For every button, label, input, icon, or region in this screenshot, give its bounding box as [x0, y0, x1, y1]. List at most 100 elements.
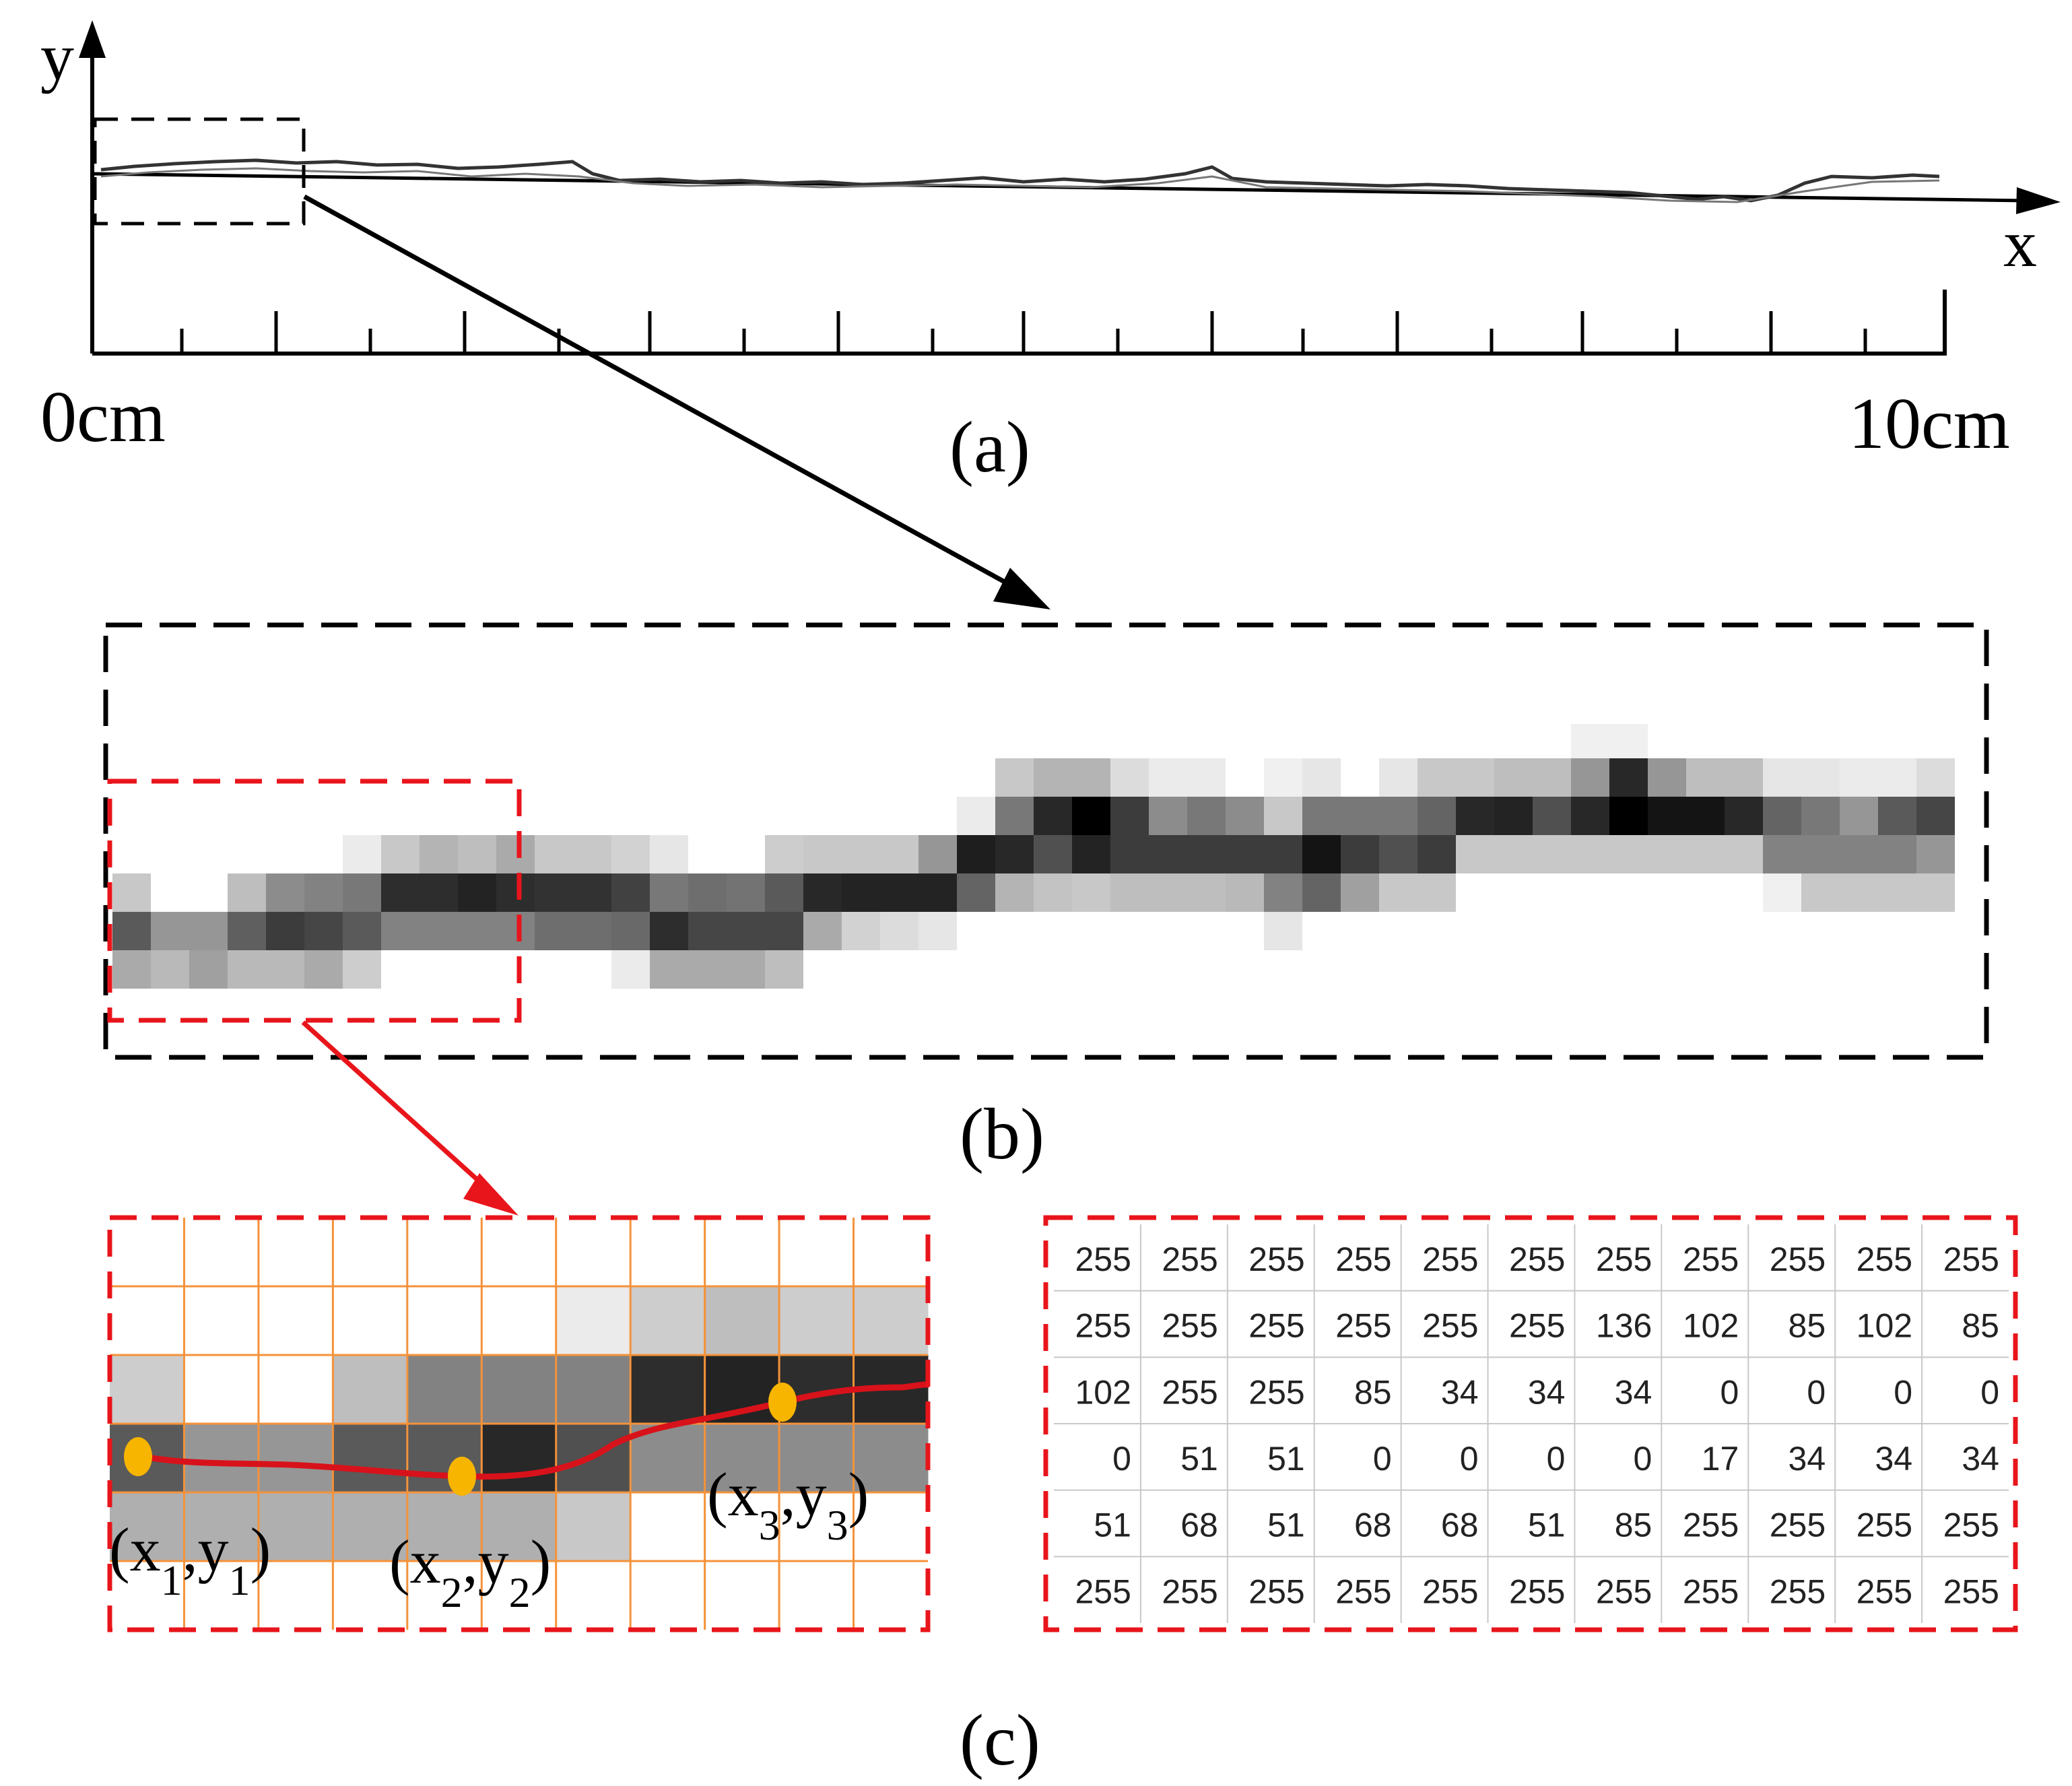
crack-pixel — [1341, 835, 1379, 873]
crack-pixel — [842, 873, 880, 912]
table-cell: 255 — [1162, 1373, 1217, 1411]
table-cell: 17 — [1702, 1440, 1739, 1478]
crack-pixel — [1034, 835, 1072, 873]
magnified-pixel — [556, 1355, 631, 1424]
crack-pixel — [573, 873, 611, 912]
table-cell: 0 — [1547, 1440, 1566, 1478]
crack-pixel — [1609, 724, 1648, 762]
table-cell: 0 — [1720, 1373, 1739, 1411]
crack-pixel — [1417, 758, 1456, 797]
crack-pixel — [304, 950, 343, 989]
magnified-pixel — [704, 1424, 780, 1493]
table-cell: 255 — [1075, 1573, 1131, 1610]
ruler-ticks — [180, 311, 1867, 354]
crack-pixel — [381, 912, 420, 950]
crack-pixel — [1034, 797, 1072, 835]
crack-pixel — [1187, 758, 1226, 797]
crack-pixel — [611, 835, 650, 873]
magnified-pixel — [630, 1355, 706, 1424]
table-cell: 34 — [1615, 1373, 1652, 1411]
table-cell: 255 — [1509, 1241, 1565, 1278]
magnified-pixel — [779, 1286, 855, 1356]
table-cell: 0 — [1634, 1440, 1652, 1478]
panel-a-caption: (a) — [949, 407, 1030, 488]
crack-pixel — [1417, 797, 1456, 835]
crack-pixel — [765, 950, 803, 989]
table-cell: 255 — [1075, 1241, 1131, 1278]
crack-pixel — [611, 912, 650, 950]
crack-pixel — [1571, 797, 1609, 835]
crack-pixel — [957, 835, 995, 873]
crack-pixel — [1916, 758, 1955, 797]
table-cell: 34 — [1441, 1373, 1479, 1411]
crack-pixel — [688, 912, 727, 950]
magnified-pixel — [184, 1286, 259, 1356]
magnified-pixel — [481, 1286, 557, 1356]
magnified-pixel — [258, 1492, 333, 1562]
table-cell: 85 — [1354, 1373, 1392, 1411]
crack-pixel — [458, 835, 496, 873]
crack-pixel — [1916, 797, 1955, 835]
zoom-arrow-a-to-b — [303, 194, 1032, 599]
fitted-crack-curve — [137, 1381, 930, 1480]
table-cell: 102 — [1857, 1307, 1912, 1345]
crack-pixel — [1226, 873, 1264, 912]
table-cell: 255 — [1509, 1573, 1565, 1610]
crack-pixel — [1302, 797, 1341, 835]
crack-pixel — [1264, 758, 1302, 797]
magnified-pixel — [333, 1355, 408, 1424]
crack-pixel — [189, 912, 228, 950]
crack-pixel — [1110, 873, 1149, 912]
crack-pixel — [420, 912, 458, 950]
zoom-arrow-b-to-c-head — [463, 1173, 519, 1216]
table-cell: 255 — [1770, 1573, 1826, 1610]
crack-pixel — [880, 873, 918, 912]
crack-pixel — [803, 912, 842, 950]
crack-pixel — [573, 912, 611, 950]
magnified-pixel — [110, 1218, 185, 1287]
magnified-pixel — [556, 1218, 631, 1287]
crack-pixel — [112, 950, 151, 989]
crack-pixel — [1149, 797, 1187, 835]
crack-pixel — [995, 797, 1034, 835]
table-cell: 0 — [1460, 1440, 1479, 1478]
crack-pixel — [1149, 873, 1187, 912]
scale-end-label: 10cm — [1848, 384, 2010, 464]
crack-pixel — [1341, 873, 1379, 912]
crack-pixel — [1533, 835, 1571, 873]
crack-pixel — [1648, 758, 1686, 797]
crack-pixel — [458, 912, 496, 950]
crack-pixel — [1686, 758, 1725, 797]
crack-pixel — [803, 835, 842, 873]
panel-c-caption: (c) — [960, 1700, 1040, 1781]
magnified-pixel — [556, 1561, 631, 1630]
crack-pixel — [957, 797, 995, 835]
table-cell: 102 — [1683, 1307, 1739, 1345]
panel-b: (b) — [103, 622, 1989, 1216]
x-axis-arrowhead — [2016, 187, 2061, 214]
magnified-pixel — [556, 1492, 631, 1562]
table-cell: 51 — [1094, 1507, 1131, 1544]
magnified-pixel — [779, 1218, 855, 1287]
crack-pixel — [1302, 873, 1341, 912]
crack-pixel — [1725, 758, 1763, 797]
table-cell: 255 — [1770, 1241, 1826, 1278]
crack-pixel — [1302, 758, 1341, 797]
panel-b-frame — [103, 622, 1989, 1060]
crack-pixel — [1609, 835, 1648, 873]
crack-pixel — [1110, 835, 1149, 873]
panel-b-caption: (b) — [960, 1094, 1044, 1175]
crack-pixel — [1072, 835, 1110, 873]
table-cell: 34 — [1789, 1440, 1826, 1478]
crack-pixel — [1110, 758, 1149, 797]
crack-pixel — [1379, 873, 1417, 912]
crack-pixel — [1034, 873, 1072, 912]
crack-pixel — [1302, 835, 1341, 873]
crack-pixel — [1725, 835, 1763, 873]
crack-pixel — [1110, 797, 1149, 835]
crack-pixel — [765, 912, 803, 950]
table-cell: 255 — [1422, 1307, 1478, 1345]
magnified-pixel — [704, 1492, 780, 1562]
crack-pixel — [1494, 835, 1533, 873]
